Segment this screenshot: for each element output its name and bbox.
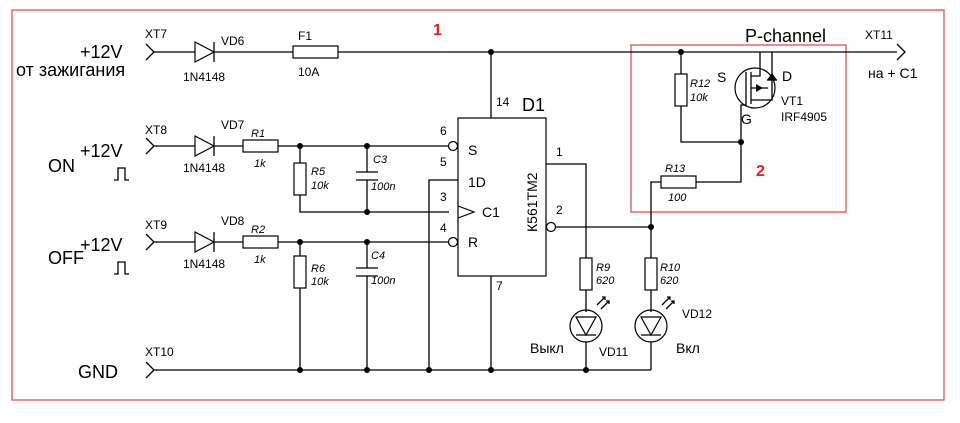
vt1-pin-d: D	[782, 68, 792, 84]
ic-d1: D1 К561ТМ2 S 1D C1 R 6 5 3 4 1 2 7	[440, 95, 563, 293]
vt1-value: IRF4905	[781, 110, 827, 124]
vd6-value: 1N4148	[183, 70, 225, 84]
xt10-caption: GND	[78, 362, 118, 382]
d1-pin-7: 7	[496, 279, 503, 293]
r5-ref: R5	[311, 166, 326, 178]
vt1-type-label: P-channel	[745, 26, 826, 46]
diode-vd7: VD7 1N4148	[183, 118, 245, 175]
vd11-ref: VD11	[599, 345, 628, 359]
xt9-voltage-label: +12V	[80, 235, 123, 255]
diode-vd6: VD6 1N4148	[183, 34, 245, 84]
resistor-r12: R12 10k	[674, 73, 710, 107]
ic-pin-name-s: S	[468, 142, 477, 158]
r13-value: 100	[668, 192, 687, 204]
r12-ref: R12	[690, 78, 710, 90]
resistor-r6: R6 10k	[293, 255, 329, 289]
ic-d1-part: К561ТМ2	[524, 172, 540, 232]
vt1-pin-s: S	[717, 69, 726, 85]
f1-value: 10A	[298, 65, 319, 79]
vt1-pin-g: G	[741, 111, 752, 127]
xt8-input: XT8 +12V ON	[48, 123, 167, 181]
d1-pin-4: 4	[440, 221, 447, 235]
vd7-value: 1N4148	[183, 161, 225, 175]
fuse-f1: F1 10A	[292, 29, 339, 79]
resistor-r2: R2 1k	[242, 224, 279, 266]
capacitor-c4: C4 100n	[356, 250, 395, 287]
vt1-ref: VT1	[781, 94, 803, 108]
zone-2-frame	[630, 44, 847, 213]
resistor-r1: R1 1k	[242, 128, 279, 170]
ic-pin-name-d: 1D	[468, 174, 486, 190]
r10-value: 620	[660, 275, 679, 287]
vd6-ref: VD6	[221, 34, 245, 48]
r6-ref: R6	[311, 263, 326, 275]
r2-ref: R2	[251, 224, 265, 236]
d1-pin-6: 6	[440, 124, 447, 138]
ic-d1-ref: D1	[522, 95, 545, 115]
xt11-connector-label: XT11	[865, 28, 893, 42]
vd8-ref: VD8	[221, 214, 245, 228]
diode-vd8: VD8 1N4148	[183, 214, 245, 271]
resistor-r13: R13 100	[660, 163, 697, 204]
led-vd12: VD12 Вкл	[634, 296, 712, 356]
r5-value: 10k	[311, 180, 329, 192]
xt7-connector-label: XT7	[145, 27, 167, 41]
xt10-input: XT10 GND	[78, 345, 174, 382]
vd11-caption: Выкл	[530, 340, 564, 356]
resistor-r5: R5 10k	[293, 162, 329, 196]
c4-value: 100n	[371, 275, 395, 287]
vd7-ref: VD7	[221, 118, 245, 132]
r1-ref: R1	[251, 128, 265, 140]
pulse-icon-on	[114, 167, 129, 181]
xt9-connector-label: XT9	[145, 218, 167, 232]
xt8-caption: ON	[48, 156, 75, 176]
xt9-input: XT9 +12V OFF	[48, 218, 167, 275]
r12-value: 10k	[690, 92, 708, 104]
xt7-caption: от зажигания	[16, 60, 125, 80]
r10-ref: R10	[660, 262, 681, 274]
vd8-value: 1N4148	[183, 257, 225, 271]
d1-pin-1: 1	[556, 145, 563, 159]
c3-ref: C3	[373, 154, 388, 166]
r9-ref: R9	[596, 262, 610, 274]
xt7-input: XT7 +12V от зажигания	[16, 27, 167, 80]
zone-2-label: 2	[756, 163, 765, 180]
f1-ref: F1	[298, 29, 312, 43]
d1-pin-5: 5	[440, 155, 447, 169]
d1-pin-3: 3	[440, 190, 447, 204]
resistor-r10: R10 620	[644, 257, 681, 291]
pulse-icon-off	[114, 261, 129, 275]
d1-pin-14: 14	[496, 95, 510, 109]
ic-pin-name-r: R	[468, 234, 478, 250]
vd12-ref: VD12	[682, 307, 712, 321]
r6-value: 10k	[311, 276, 329, 288]
xt8-voltage-label: +12V	[80, 141, 123, 161]
r9-value: 620	[596, 275, 615, 287]
xt8-connector-label: XT8	[145, 123, 167, 137]
ic-pin-name-c: C1	[482, 204, 500, 220]
xt11-caption: на + С1	[868, 65, 918, 81]
r2-value: 1k	[254, 254, 266, 266]
capacitor-c3: C3 100n	[356, 154, 395, 193]
xt10-connector-label: XT10	[145, 345, 174, 359]
r1-value: 1k	[254, 158, 266, 170]
c4-ref: C4	[371, 250, 385, 262]
d1-pin-2: 2	[556, 203, 563, 217]
led-vd11: Выкл VD11	[530, 296, 628, 359]
mosfet-vt1: S D G VT1 IRF4905	[717, 52, 827, 142]
resistor-r9: R9 620	[579, 257, 615, 291]
c3-value: 100n	[371, 181, 395, 193]
xt9-caption: OFF	[48, 248, 84, 268]
zone-1-label: 1	[433, 22, 442, 39]
r13-ref: R13	[665, 163, 686, 175]
vd12-caption: Вкл	[676, 340, 700, 356]
outer-frame	[11, 9, 945, 401]
xt7-voltage-label: +12V	[80, 42, 123, 62]
